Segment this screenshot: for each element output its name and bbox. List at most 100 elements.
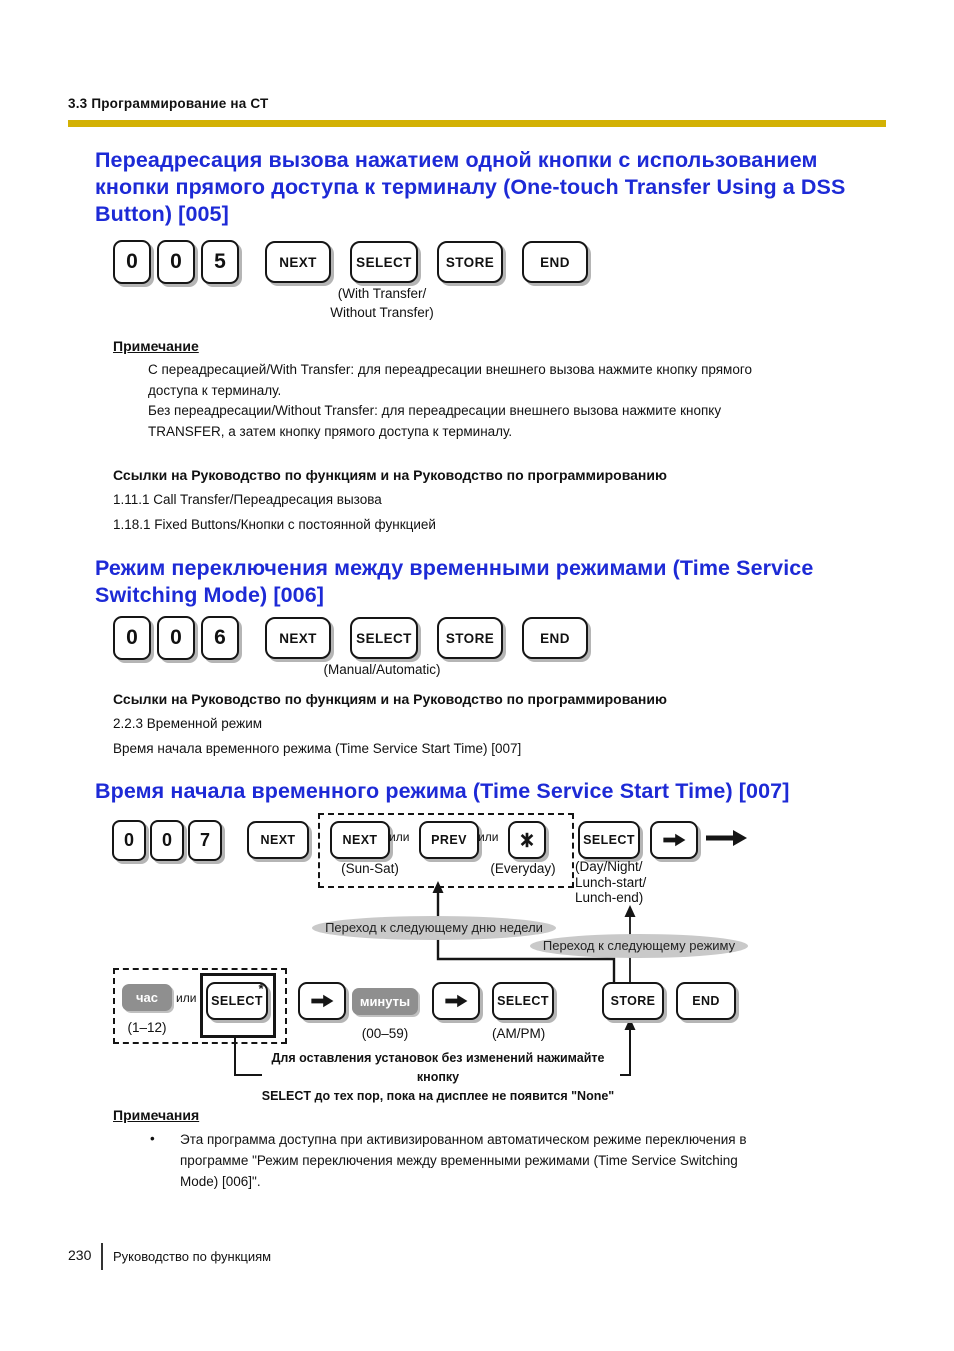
- note-line: доступа к терминалу.: [148, 382, 282, 398]
- select-button[interactable]: SELECT: [492, 982, 554, 1020]
- hour-key[interactable]: час: [122, 984, 172, 1011]
- gold-rule: [68, 120, 886, 127]
- store-button[interactable]: STORE: [437, 241, 503, 283]
- select-button[interactable]: SELECT: [350, 241, 418, 283]
- digit-key-0[interactable]: 0: [157, 240, 195, 284]
- asterisk-mark: *: [258, 981, 264, 996]
- everyday-caption: (Everyday): [490, 861, 556, 876]
- select-caption: (With Transfer/ Without Transfer): [292, 284, 472, 322]
- end-button[interactable]: END: [676, 982, 736, 1020]
- arrow-key[interactable]: [298, 982, 346, 1020]
- title-line: Button) [005]: [95, 202, 229, 226]
- digit-key-0[interactable]: 0: [112, 820, 146, 861]
- reference-item: 2.2.3 Временной режим: [113, 716, 263, 731]
- next-button[interactable]: NEXT: [265, 617, 331, 659]
- reference-item: 1.11.1 Call Transfer/Переадресация вызов…: [113, 492, 382, 507]
- up-arrowhead-icon: [624, 1018, 636, 1030]
- footer-text: Руководство по функциям: [113, 1249, 272, 1264]
- sun-sat-caption: (Sun-Sat): [341, 861, 399, 876]
- prev-button[interactable]: PREV: [419, 821, 479, 859]
- mode-caption: (Day/Night/ Lunch-start/ Lunch-end): [575, 859, 646, 906]
- right-arrow-icon: [309, 993, 335, 1009]
- bullet-marker: •: [150, 1131, 155, 1146]
- title-line: Режим переключения между временными режи…: [95, 556, 814, 580]
- digit-key-0[interactable]: 0: [113, 240, 151, 284]
- note-paragraph: С переадресацией/With Transfer: для пере…: [148, 360, 888, 442]
- section-007-title: Время начала временного режима (Time Ser…: [95, 779, 790, 803]
- keep-note-line: Для оставления установок без изменений н…: [271, 1051, 605, 1084]
- hour-range-caption: (1–12): [127, 1020, 167, 1035]
- references-heading: Ссылки на Руководство по функциям и на Р…: [113, 691, 667, 707]
- next-button[interactable]: NEXT: [330, 821, 390, 859]
- or-label: или: [176, 991, 197, 1005]
- select-caption: (Manual/Automatic): [323, 662, 441, 677]
- digit-key-0[interactable]: 0: [157, 616, 195, 660]
- next-button[interactable]: NEXT: [247, 821, 309, 859]
- section-005-title: Переадресация вызова нажатием одной кноп…: [95, 147, 895, 228]
- note-line: Без переадресации/Without Transfer: для …: [148, 403, 722, 418]
- minutes-range-caption: (00–59): [361, 1026, 409, 1041]
- caption-line: Without Transfer): [330, 305, 434, 320]
- digit-key-0[interactable]: 0: [113, 616, 151, 660]
- next-button[interactable]: NEXT: [265, 241, 331, 283]
- arrow-key[interactable]: [650, 821, 698, 859]
- day-loop-callout: Переход к следующему дню недели: [312, 916, 556, 940]
- caption-line: (Day/Night/: [575, 859, 643, 874]
- button-row-005: 0 0 5 NEXT SELECT STORE END (With Transf…: [0, 240, 954, 320]
- note-line: TRANSFER, а затем кнопку прямого доступа…: [148, 423, 513, 439]
- select-repeat-frame: SELECT *: [200, 973, 276, 1038]
- note-line: Эта программа доступна при активизирован…: [180, 1132, 747, 1147]
- digit-key-6[interactable]: 6: [201, 616, 239, 660]
- title-line: Переадресация вызова нажатием одной кноп…: [95, 148, 818, 172]
- running-header: 3.3 Программирование на СТ: [68, 96, 269, 111]
- caption-line: Lunch-end): [575, 890, 644, 905]
- or-label: или: [478, 830, 499, 844]
- store-button[interactable]: STORE: [437, 617, 503, 659]
- title-line: Switching Mode) [006]: [95, 583, 325, 607]
- notes-heading: Примечания: [113, 1107, 200, 1123]
- store-button[interactable]: STORE: [602, 982, 664, 1020]
- keep-note-line: SELECT до тех пор, пока на дисплее не по…: [261, 1089, 615, 1103]
- select-button[interactable]: SELECT *: [206, 981, 268, 1020]
- ampm-caption: (AM/PM): [492, 1026, 546, 1041]
- right-arrow-icon: [661, 832, 687, 848]
- select-button[interactable]: SELECT: [350, 617, 418, 659]
- footer-divider: [101, 1243, 103, 1270]
- reference-item: Время начала временного режима (Time Ser…: [113, 741, 522, 756]
- or-label: или: [389, 830, 410, 844]
- right-arrow-icon: [706, 828, 748, 848]
- caption-line: (With Transfer/: [337, 286, 427, 301]
- caption-line: Lunch-start/: [575, 874, 647, 890]
- right-arrow-icon: [443, 993, 469, 1009]
- keep-note-left-line: [234, 1032, 262, 1076]
- day-select-group: [318, 813, 574, 888]
- note-heading: Примечание: [113, 338, 199, 354]
- end-button[interactable]: END: [522, 241, 588, 283]
- digit-key-0[interactable]: 0: [150, 820, 184, 861]
- reference-item: 1.18.1 Fixed Buttons/Кнопки с постоянной…: [113, 517, 436, 532]
- note-line: С переадресацией/With Transfer: для пере…: [148, 362, 752, 377]
- page-number: 230: [68, 1247, 92, 1263]
- select-button[interactable]: SELECT: [578, 821, 640, 859]
- arrow-key[interactable]: [432, 982, 480, 1020]
- star-key[interactable]: [508, 821, 546, 859]
- note-line: программе "Режим переключения между врем…: [180, 1153, 738, 1168]
- button-row-006: 0 0 6 NEXT SELECT STORE END (Manual/Auto…: [0, 616, 954, 686]
- keep-note-right-line: [620, 1029, 631, 1076]
- time-start-diagram: 0 0 7 NEXT NEXT или PREV или (Sun-Sat) (…: [0, 812, 954, 1103]
- digit-key-5[interactable]: 5: [201, 240, 239, 284]
- references-heading: Ссылки на Руководство по функциям и на Р…: [113, 467, 667, 483]
- keep-note: Для оставления установок без изменений н…: [250, 1049, 626, 1106]
- minutes-key[interactable]: минуты: [352, 988, 418, 1015]
- telephone-star-icon: [518, 831, 536, 849]
- title-line: кнопки прямого доступа к терминалу (One-…: [95, 175, 846, 199]
- up-arrowhead-icon: [624, 905, 636, 917]
- mode-loop-callout: Переход к следующему режиму: [530, 934, 748, 958]
- hour-select-group: [113, 968, 287, 1044]
- digit-key-7[interactable]: 7: [188, 820, 222, 861]
- note-line: Mode) [006]".: [180, 1174, 261, 1189]
- end-button[interactable]: END: [522, 617, 588, 659]
- section-006-title: Режим переключения между временными режи…: [95, 555, 895, 609]
- note-paragraph: Эта программа доступна при активизирован…: [180, 1129, 910, 1192]
